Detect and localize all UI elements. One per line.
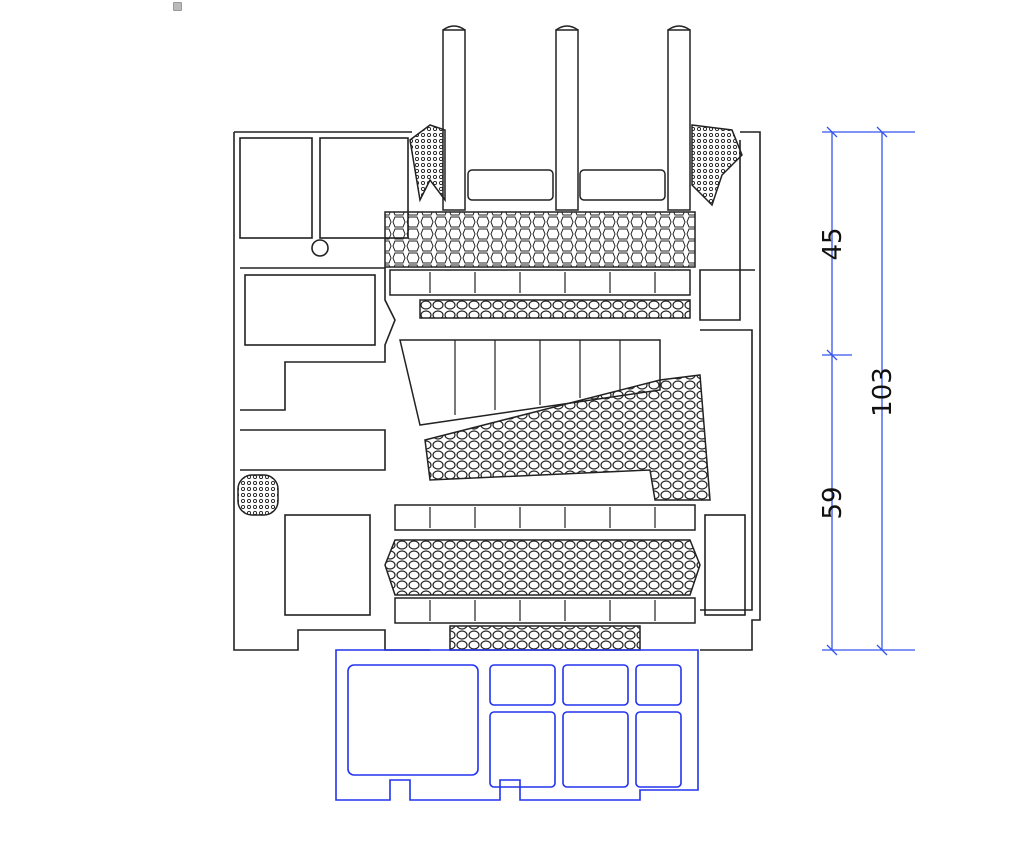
bottom-sill-profile xyxy=(335,649,699,801)
thermal-break xyxy=(384,211,711,651)
dimension-lower-label: 59 xyxy=(818,486,848,519)
dimension-total-label: 103 xyxy=(868,367,898,417)
glass-panes xyxy=(442,25,691,211)
thermal-break-ribs xyxy=(429,272,656,621)
window-control-icon[interactable] xyxy=(173,2,182,11)
frame-profile xyxy=(233,131,761,651)
gaskets xyxy=(237,124,743,516)
dimension-upper-label: 45 xyxy=(818,227,848,260)
dimension-lines xyxy=(822,126,915,656)
